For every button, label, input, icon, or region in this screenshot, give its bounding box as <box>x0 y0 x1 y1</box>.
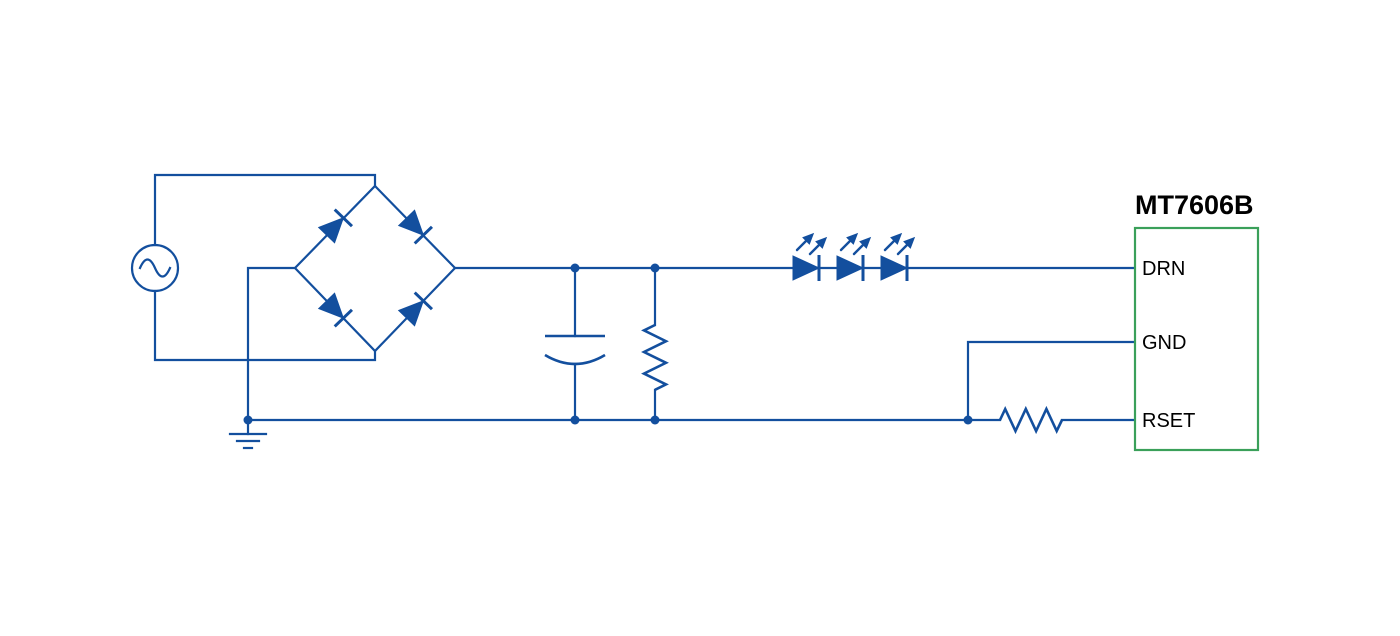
ac-source <box>130 243 180 293</box>
pin-label-drn: DRN <box>1142 258 1185 280</box>
led-string <box>791 229 919 283</box>
junction-dot-gnd-tap <box>963 415 973 425</box>
ac-sine-icon <box>138 258 172 278</box>
ic-title: MT7606B <box>1135 190 1254 220</box>
junction-dot-res-bottom <box>650 415 660 425</box>
wire-dc-negative <box>246 266 297 422</box>
led-1 <box>791 253 821 283</box>
wire-ac-bottom <box>153 289 377 362</box>
smoothing-capacitor <box>544 266 606 422</box>
parallel-resistor <box>641 266 669 422</box>
led-3 <box>879 253 909 283</box>
ic-body <box>1133 226 1260 452</box>
rset-resistor <box>998 405 1064 435</box>
junction-dot-ground <box>243 415 253 425</box>
wire-ac-top <box>153 173 377 247</box>
led-3-light-arrows <box>880 229 919 259</box>
led-1-light-arrows <box>792 229 831 259</box>
led-2 <box>835 253 865 283</box>
parallel-resistor-zigzag <box>641 323 669 391</box>
wire-gnd-tap <box>966 340 1137 422</box>
pin-label-gnd: GND <box>1142 332 1186 354</box>
pin-label-rset: RSET <box>1142 410 1195 432</box>
bridge-diamond-wires <box>293 184 457 353</box>
capacitor-plate-bottom <box>544 353 606 366</box>
led-2-light-arrows <box>836 229 875 259</box>
junction-dot-cap-bottom <box>570 415 580 425</box>
ic-mt7606b: MT7606B DRN GND RSET <box>1133 190 1260 452</box>
bridge-rectifier <box>293 184 457 353</box>
junction-dot-res-top <box>650 263 660 273</box>
junction-dot-cap-top <box>570 263 580 273</box>
